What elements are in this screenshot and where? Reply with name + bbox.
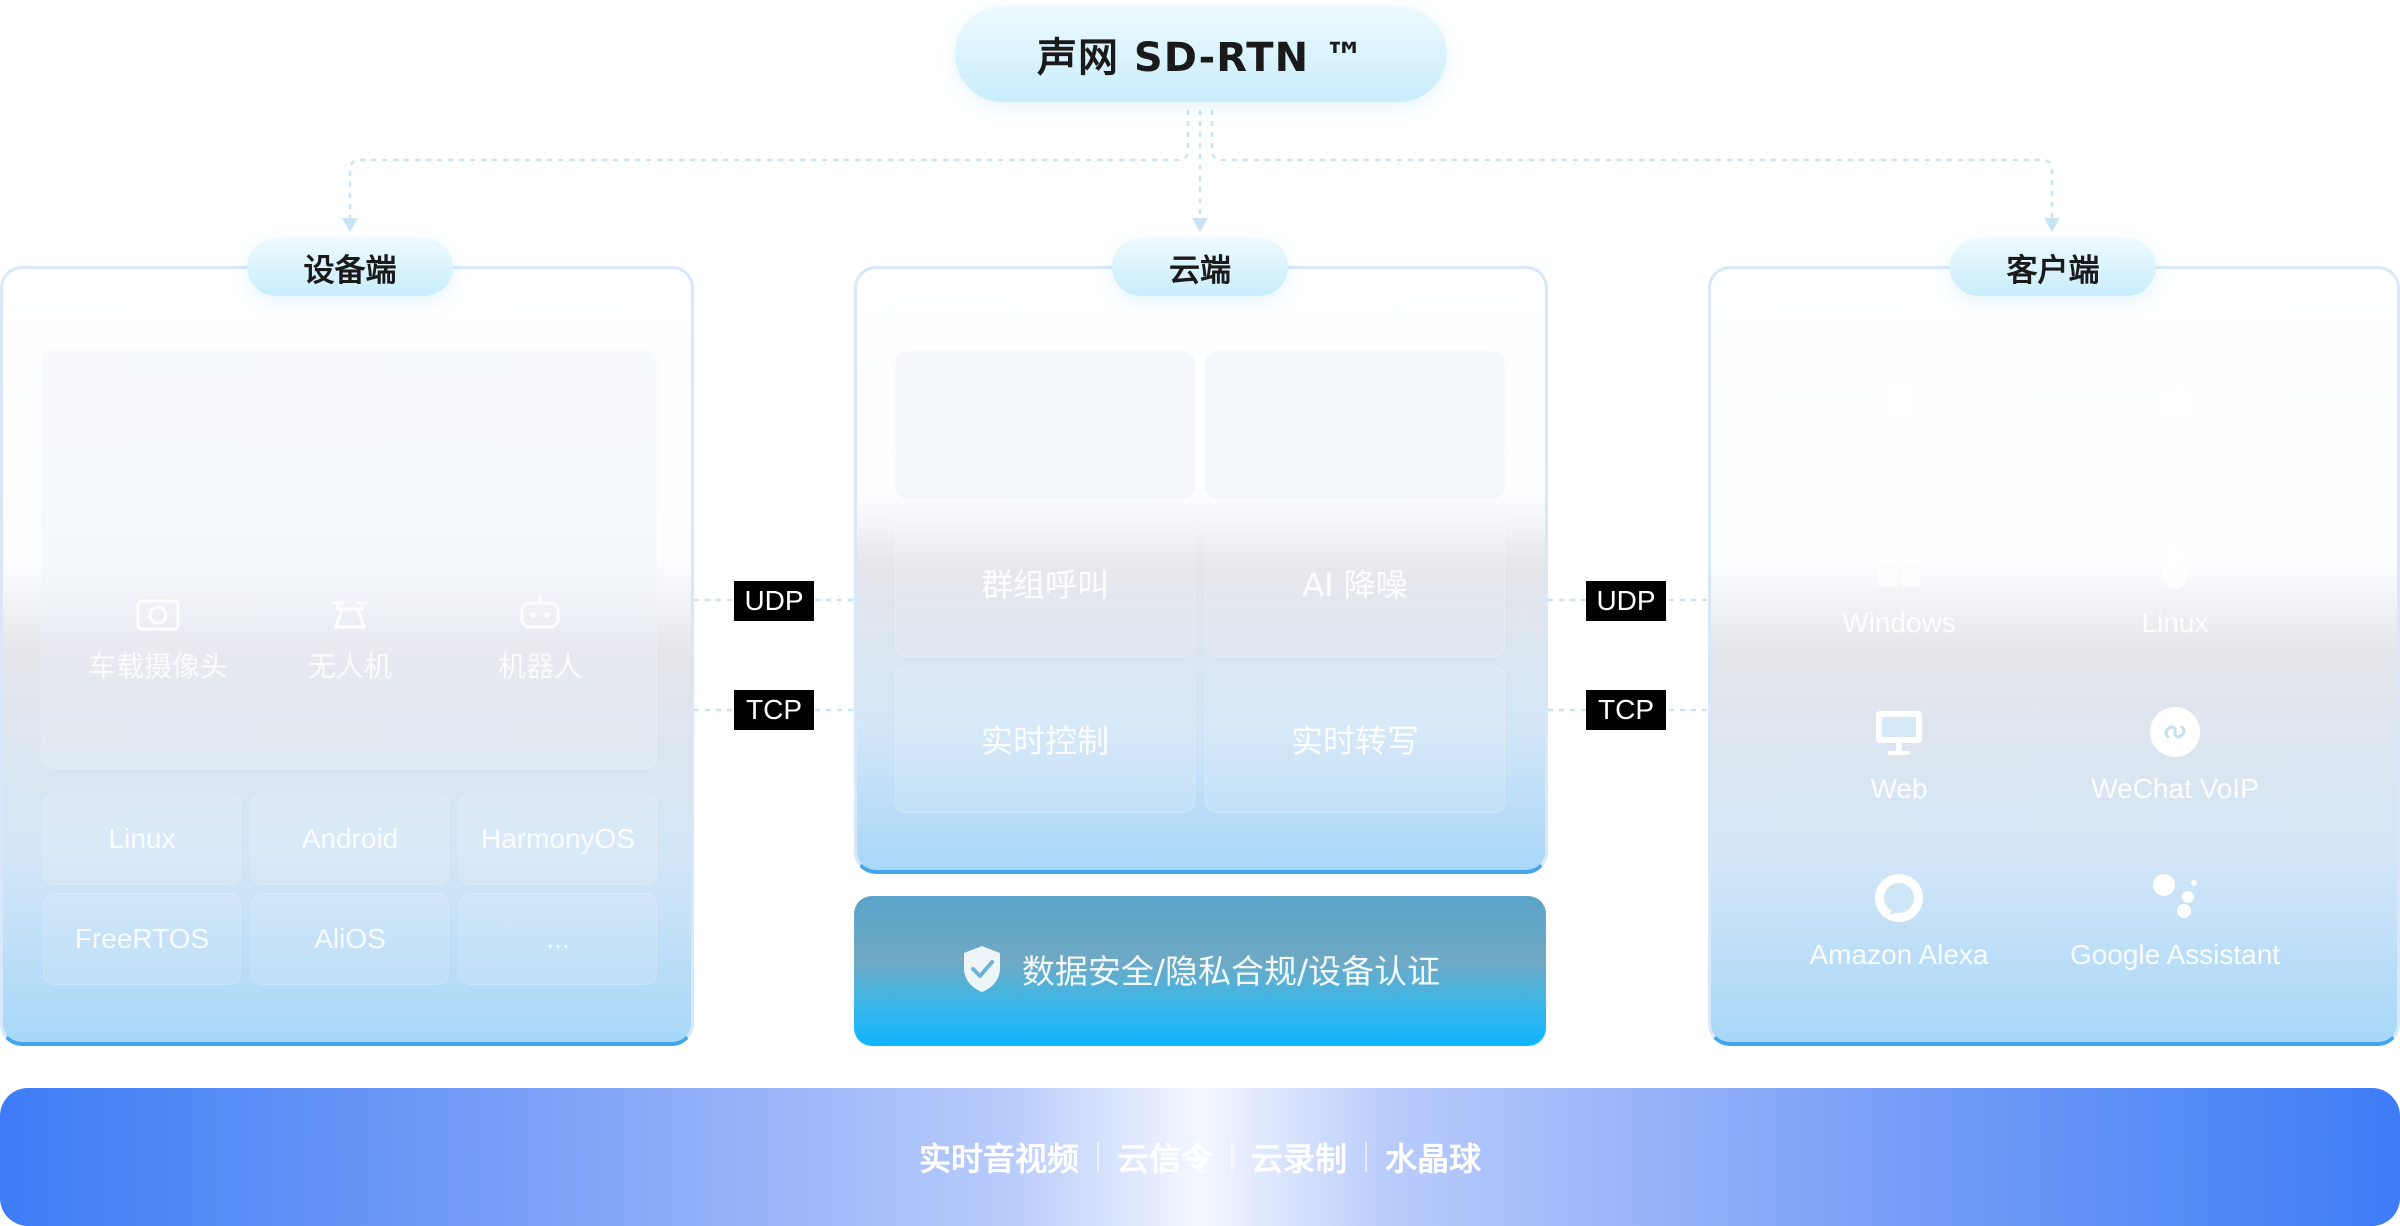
platform-label: Amazon Alexa <box>1809 939 1989 970</box>
cloud-panel: 群组呼叫 AI 降噪 实时控制 实时转写 <box>854 266 1548 874</box>
device-panel: 车载摄像头 无人机 机器人 Linux Android HarmonyOS Fr… <box>0 266 694 1046</box>
cloud-feature-group-call: 群组呼叫 <box>895 509 1195 657</box>
shield-check-icon <box>963 946 1000 992</box>
camera-icon <box>136 599 180 631</box>
device-item-label: 无人机 <box>307 650 392 683</box>
cloud-feature-realtime-transcription: 实时转写 <box>1205 665 1505 813</box>
windows-icon <box>1878 545 1920 587</box>
device-item-drone: 无人机 <box>255 587 445 685</box>
product-crystal-ball: 水晶球 <box>1385 1140 1482 1178</box>
device-item-robot: 机器人 <box>445 587 635 685</box>
monitor-icon <box>1876 711 1922 755</box>
protocol-udp-right: UDP <box>1586 581 1666 621</box>
device-item-label: 车载摄像头 <box>87 650 228 683</box>
platform-label: WeChat VoIP <box>2091 773 2259 804</box>
linux-tux-icon <box>2162 544 2188 589</box>
cloud-feature-ai-noise-reduction: AI 降噪 <box>1205 509 1505 657</box>
robot-icon <box>520 595 560 629</box>
client-section-title: 客户端 <box>1950 238 2156 296</box>
separator <box>1231 1142 1233 1172</box>
platform-label: iOS <box>2151 441 2199 472</box>
platform-google-assistant: Google Assistant <box>2035 871 2315 971</box>
security-label: 数据安全/隐私合规/设备认证 <box>1021 952 1441 991</box>
cloud-feature-realtime-control: 实时控制 <box>895 665 1195 813</box>
product-cloud-recording: 云录制 <box>1251 1140 1348 1178</box>
separator <box>1096 1142 1099 1172</box>
protocol-tcp-left: TCP <box>734 690 814 730</box>
separator <box>1365 1142 1368 1172</box>
platform-wechat-voip: WeChat VoIP <box>2035 705 2315 805</box>
device-item-car-camera: 车载摄像头 <box>63 587 253 685</box>
platform-label: Android <box>1850 441 1948 472</box>
platform-linux: Linux <box>2035 539 2315 639</box>
platform-ios: iOS <box>2035 373 2315 473</box>
product-signaling: 云信令 <box>1116 1140 1213 1178</box>
os-tile-freertos: FreeRTOS <box>43 893 241 985</box>
cloud-top-tile-right <box>1205 351 1505 499</box>
client-panel: Android iOS Windows Linux Web WeChat VoI… <box>1708 266 2400 1046</box>
security-banner: 数据安全/隐私合规/设备认证 <box>854 896 1546 1046</box>
alexa-icon <box>1875 874 1923 922</box>
android-icon <box>1884 385 1914 417</box>
platform-label: Web <box>1870 773 1928 804</box>
platform-label: Linux <box>2141 607 2209 638</box>
device-top-tile <box>41 349 657 769</box>
apple-icon <box>2158 375 2192 421</box>
platform-windows: Windows <box>1759 539 2039 639</box>
os-tile-android: Android <box>251 793 449 885</box>
platform-android: Android <box>1759 373 2039 473</box>
protocol-tcp-right: TCP <box>1586 690 1666 730</box>
cloud-top-tile-left <box>895 351 1195 499</box>
cloud-section-title: 云端 <box>1112 238 1288 296</box>
os-tile-linux: Linux <box>43 793 241 885</box>
product-rtc: 实时音视频 <box>918 1140 1079 1178</box>
platform-label: Windows <box>1842 607 1956 638</box>
device-item-label: 机器人 <box>497 650 582 683</box>
header-title: 声网 SD-RTN ™ <box>955 6 1447 102</box>
drone-icon <box>332 601 368 629</box>
os-tile-alios: AliOS <box>251 893 449 985</box>
products-bar: 实时音视频 云信令 云录制 水晶球 <box>0 1088 2400 1226</box>
protocol-udp-left: UDP <box>734 581 814 621</box>
platform-label: Google Assistant <box>2069 939 2281 970</box>
device-section-title: 设备端 <box>247 238 453 296</box>
platform-web: Web <box>1759 705 2039 805</box>
wechat-miniprogram-icon <box>2150 707 2200 757</box>
os-tile-harmonyos: HarmonyOS <box>459 793 657 885</box>
os-tile-more: ... <box>459 893 657 985</box>
google-assistant-icon <box>2153 874 2197 918</box>
platform-amazon-alexa: Amazon Alexa <box>1759 871 2039 971</box>
